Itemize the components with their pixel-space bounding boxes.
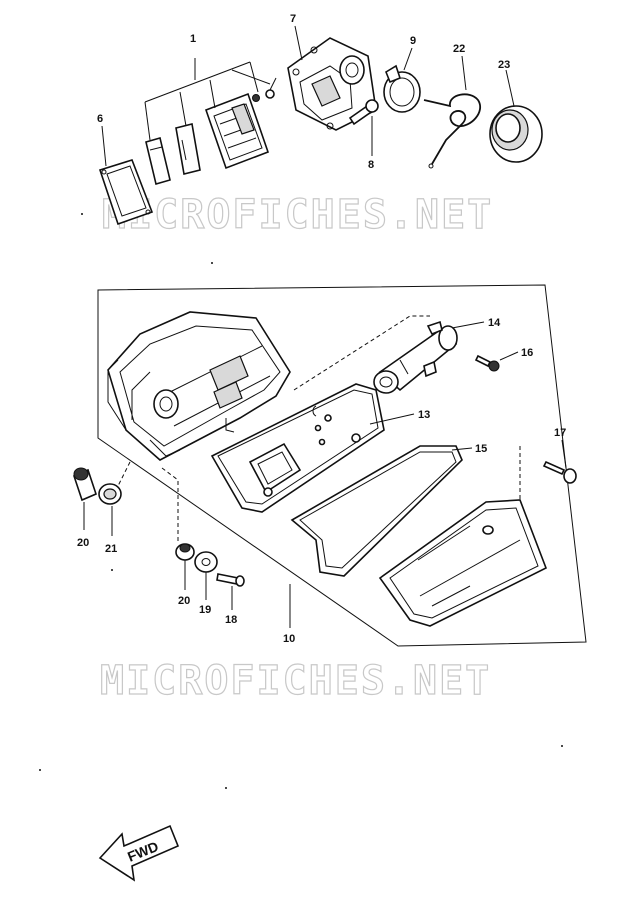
callout-13: 13 [418,409,430,421]
callout-19: 19 [199,604,211,616]
leader-17 [561,439,567,469]
part-16-screw [474,354,500,372]
part-8-bolt [348,99,379,126]
callout-21: 21 [105,543,117,555]
screw-small-a [252,94,260,102]
leader-16 [499,351,519,361]
callout-18: 18 [225,614,237,626]
part-6-gasket [98,159,154,226]
callout-23: 23 [498,59,510,71]
callout-14: 14 [488,317,501,329]
callout-9: 9 [410,35,416,47]
callout-20-left: 20 [77,537,89,549]
part-21-grommet [98,483,122,505]
callout-15: 15 [475,443,487,455]
part-17-screw [542,460,577,484]
part-1-reed-valve-block [204,92,270,170]
part-20-grommet-left [73,467,97,502]
part-15-seal [290,445,463,577]
part-20-grommet-lower [175,543,195,561]
speck [39,769,41,771]
part-13-plate [210,383,385,513]
silencer-lower-cover [378,499,548,627]
leader-23 [505,69,515,107]
dash-14 [293,315,430,391]
leader-9 [403,47,413,71]
fwd-arrow-icon: FWD [98,824,180,882]
callout-22: 22 [453,43,465,55]
leader-6 [101,125,107,167]
part-18-bolt [216,573,245,587]
dash-20-lower [161,467,179,542]
part-14-duct [373,320,458,394]
silencer-housing [107,311,291,461]
callout-7: 7 [290,13,296,25]
watermark-top: MICROFICHES.NET [102,192,493,238]
leader-13 [369,413,415,425]
callout-bracket-1 [144,58,271,141]
part-1-reed-petal-a [145,137,171,185]
callout-20-lower: 20 [178,595,190,607]
leader-7 [294,25,303,61]
speck [225,787,227,789]
part-7-intake-manifold [287,37,377,131]
part-10-group-frame [97,284,587,647]
speck [81,213,83,215]
speck [561,745,563,747]
part-22-spring [423,93,481,169]
callout-17: 17 [554,427,566,439]
callout-8: 8 [368,159,374,171]
leader-14 [451,321,485,329]
dash-20-21 [117,461,131,487]
leader-22 [461,55,467,91]
part-9-clamp [383,64,421,113]
watermark-bottom: MICROFICHES.NET [100,658,491,704]
part-1-reed-petal-b [175,123,201,175]
speck [111,569,113,571]
part-23-seal [489,105,543,163]
speck [211,262,213,264]
callout-10: 10 [283,633,295,645]
part-19-washer [194,551,218,573]
callout-1: 1 [190,33,196,45]
screw-small-b [265,77,277,99]
callout-6: 6 [97,113,103,125]
callout-16: 16 [521,347,533,359]
leader-15 [451,447,473,451]
